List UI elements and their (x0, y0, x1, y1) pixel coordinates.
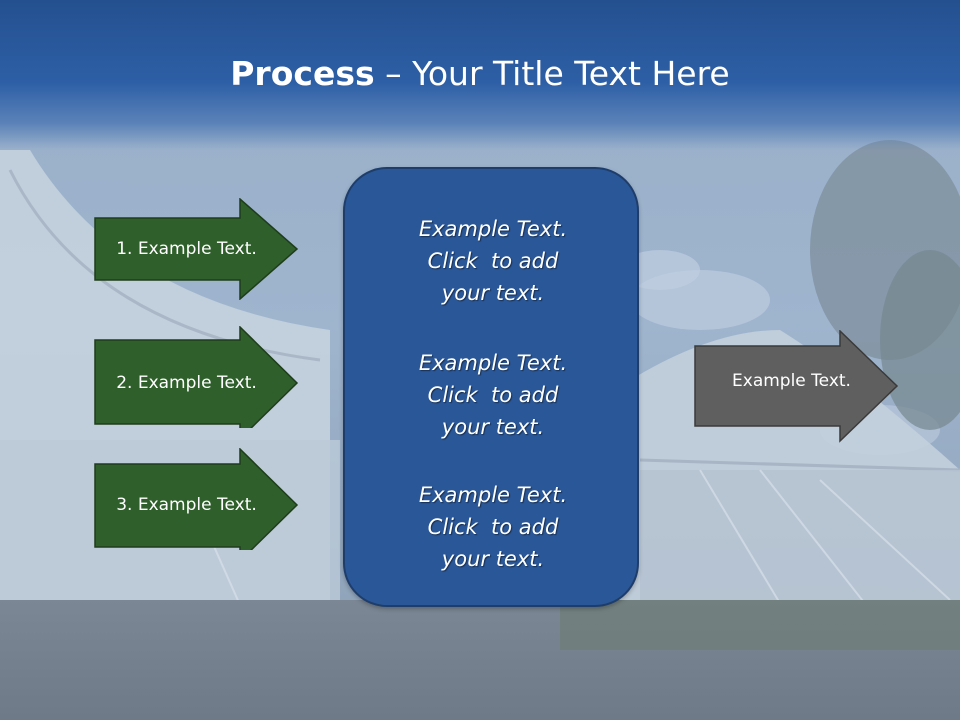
step-label-1: 1. Example Text. (116, 239, 257, 259)
title-rest: – Your Title Text Here (374, 54, 730, 93)
arrow-shape-2 (94, 326, 299, 428)
step-label-2: 2. Example Text. (116, 373, 257, 393)
output-arrow-shape (694, 330, 899, 443)
step-arrow-1[interactable]: 1. Example Text. (94, 198, 299, 300)
center-text-block-3: Example Text. Click to add your text. (345, 479, 641, 575)
center-line: Example Text. (418, 351, 568, 375)
step-arrow-3[interactable]: 3. Example Text. (94, 448, 299, 550)
output-arrow[interactable]: Example Text. (694, 330, 899, 443)
center-line: Click to add (427, 249, 559, 273)
output-label: Example Text. (732, 371, 851, 391)
arrow-shape-1 (94, 198, 299, 300)
center-text-block-1: Example Text. Click to add your text. (345, 213, 641, 309)
center-text-block-2: Example Text. Click to add your text. (345, 347, 641, 443)
center-line: Example Text. (418, 483, 568, 507)
step-label-3: 3. Example Text. (116, 495, 257, 515)
center-text-box[interactable]: Example Text. Click to add your text. Ex… (343, 167, 639, 607)
center-line: Click to add (427, 383, 559, 407)
center-line: Click to add (427, 515, 559, 539)
title-bar (0, 0, 960, 150)
title-bold-word: Process (230, 54, 375, 93)
arrow-shape-3 (94, 448, 299, 550)
center-line: your text. (441, 547, 545, 571)
center-line: your text. (441, 415, 545, 439)
step-arrow-2[interactable]: 2. Example Text. (94, 326, 299, 428)
center-line: Example Text. (418, 217, 568, 241)
slide-title[interactable]: Process – Your Title Text Here (0, 52, 960, 96)
center-line: your text. (441, 281, 545, 305)
